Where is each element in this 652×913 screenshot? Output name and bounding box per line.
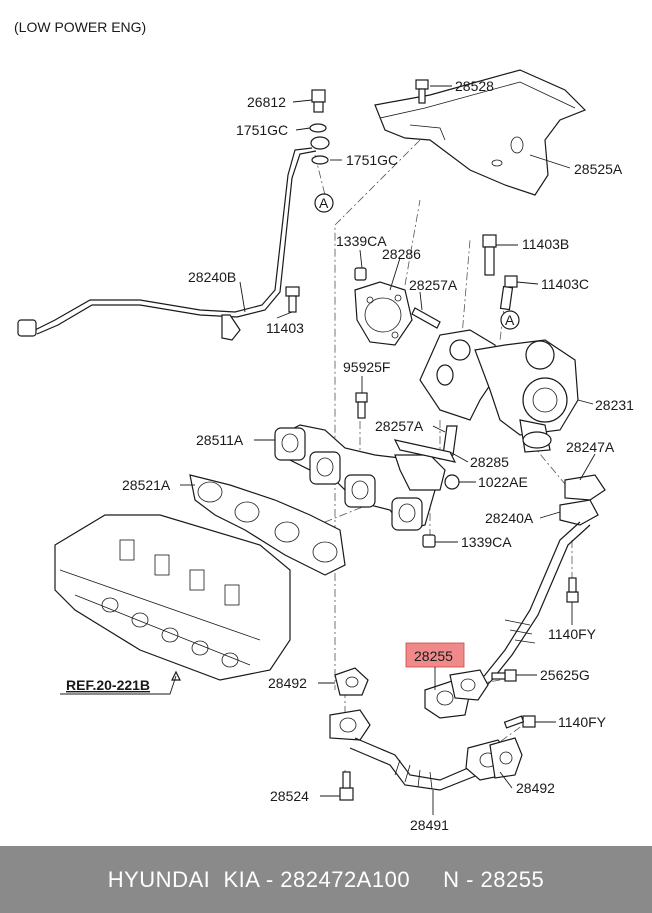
label-26812: 26812 [247,94,286,110]
label-ref-20-221b: REF.20-221B [66,677,150,693]
gasket-28255 [424,669,489,719]
label-28511a: 28511A [196,432,244,448]
bolt-28528 [415,79,429,104]
nut-1339ca-b [422,534,436,548]
label-28240a: 28240A [485,510,534,526]
label-11403b: 11403B [522,236,569,252]
bolt-1140fy-b [503,715,536,729]
pipe-28491 [329,709,511,791]
label-11403: 11403 [266,320,304,336]
label-1140fy-b: 1140FY [558,714,607,730]
label-28231: 28231 [595,397,634,413]
label-95925f: 95925F [343,359,390,375]
stud-95925f [355,392,368,419]
highlight-28255 [405,642,465,668]
label-25625g: 25625G [540,667,590,683]
label-1751gc-b: 1751GC [346,152,398,168]
nut-1022ae [444,474,460,490]
footer-text: HYUNDAI KIA - 282472A100 N - 28255 [107,866,545,892]
label-1022ae: 1022AE [478,474,528,490]
ref-circle-a [314,193,334,213]
gasket-28285 [393,439,457,463]
pipe-28240a [469,474,606,695]
turbocharger-28231 [419,329,579,453]
oil-feed-pipe-28240b [17,89,330,341]
label-28286: 28286 [382,246,421,262]
label-1751gc-a: 1751GC [236,122,288,138]
bolt-11403 [285,286,300,313]
nut-1339ca-a [354,267,367,281]
label-28257a-b: 28257A [375,418,424,434]
ref-a-1: A [319,195,329,211]
manifold-gasket-28521a [189,474,346,576]
label-28285: 28285 [470,454,509,470]
label-28521a: 28521A [122,477,171,493]
label-1140fy-a: 1140FY [548,626,597,642]
gasket-28492-a [334,667,369,696]
footer-part-number-bar: HYUNDAI KIA - 282472A100 N - 28255 [0,846,652,913]
label-28491: 28491 [410,817,449,833]
bolt-11403c [499,275,518,311]
gasket-28286 [354,281,413,346]
label-28492-b: 28492 [516,780,555,796]
stud-28257a-a [411,307,441,329]
label-28257a-a: 28257A [409,277,458,293]
bolt-25625g [491,669,517,682]
ref-circle-a-2 [500,310,520,330]
bolt-1140fy-a [566,577,579,603]
label-28255: 28255 [414,648,453,664]
exhaust-manifold-28511a [274,424,446,531]
ref-a-2: A [505,312,515,328]
label-28247a: 28247A [566,439,615,455]
label-28492-a: 28492 [268,675,307,691]
heat-shield-28525a [374,69,587,196]
header-note: (LOW POWER ENG) [14,19,146,35]
label-1339ca-b: 1339CA [461,534,512,550]
label-28528: 28528 [455,78,494,94]
label-1339ca-a: 1339CA [336,233,387,249]
bolt-28524 [339,771,354,801]
bolt-11403b [482,234,497,276]
stud-28257a-b [442,425,458,456]
label-11403c: 11403C [541,276,589,292]
label-28525a: 28525A [574,161,623,177]
label-28240b: 28240B [188,269,236,285]
label-28524: 28524 [270,788,309,804]
gasket-28492-b [489,737,523,779]
cylinder-head-reference [54,514,291,681]
